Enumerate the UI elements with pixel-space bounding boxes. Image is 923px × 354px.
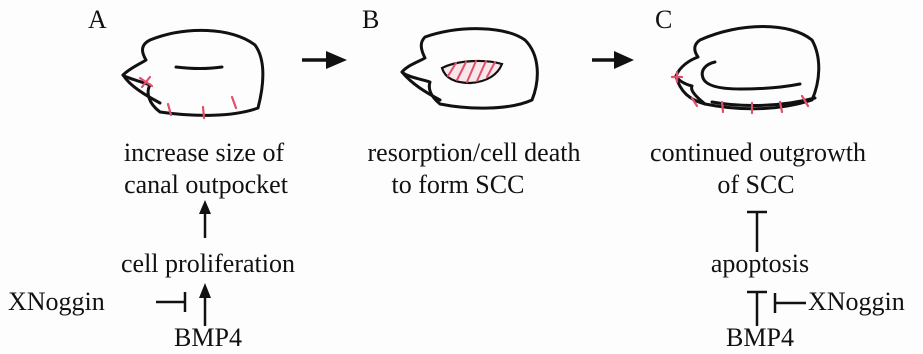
panel-label-c: C [655,5,672,35]
otocyst-c [676,27,819,109]
bmp4-to-proliferation-arrow [199,283,211,326]
otocyst-a [123,30,263,115]
inhibitor-a-label: XNoggin [8,287,105,317]
signal-a-label: BMP4 [174,323,242,353]
process-a-label: cell proliferation [121,249,295,279]
proliferation-to-size-arrow [199,200,211,238]
apoptosis-inhibits-outgrowth [747,212,767,252]
caption-c-line1: continued outgrowth [650,138,866,168]
signal-c-label: BMP4 [726,323,794,353]
panel-label-a: A [88,5,107,35]
process-c-label: apoptosis [711,249,809,279]
arrow-b-to-c [592,51,634,69]
arrow-a-to-b [302,51,347,69]
caption-c-line2: of SCC [717,170,794,200]
panel-label-b: B [362,5,379,35]
inhibitor-c-label: XNoggin [808,287,905,317]
xnoggin-inhibits-bmp4-c [775,293,806,313]
proliferation-marks-a [140,77,236,118]
xnoggin-inhibits-bmp4-a [156,292,185,312]
caption-b-line1: resorption/cell death [368,138,581,168]
bmp4-inhibits-apoptosis [747,292,767,326]
caption-a-line1: increase size of [124,138,284,168]
caption-b-line2: to form SCC [392,170,525,200]
resorption-zone-b [442,61,502,83]
caption-a-line2: canal outpocket [124,170,288,200]
